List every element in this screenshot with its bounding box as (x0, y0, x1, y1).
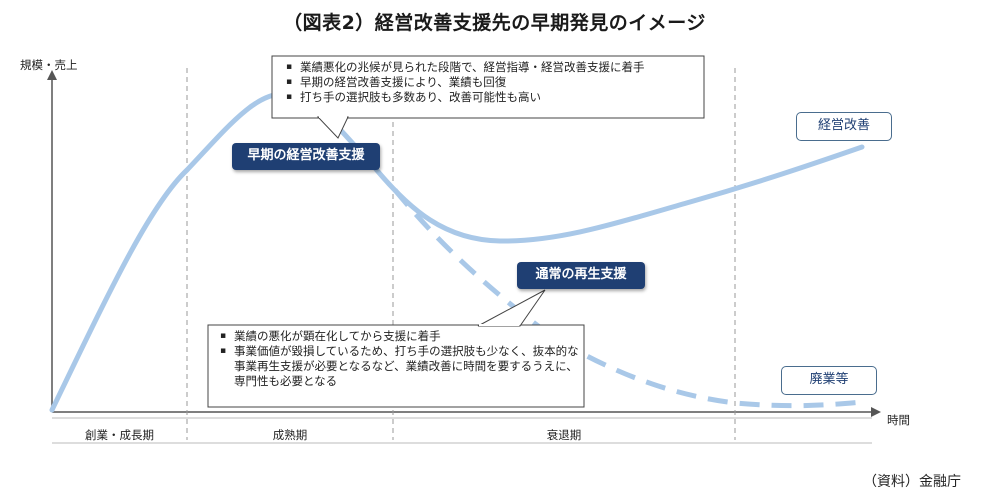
phase-label-decline: 衰退期 (546, 428, 582, 442)
callout-early-bullet: 業績悪化の兆候が見られた段階で、経営指導・経営改善支援に着手 (282, 60, 702, 75)
callout-normal-bullet: 業績の悪化が顕在化してから支援に着手 (216, 329, 582, 344)
callout-early-text: 業績悪化の兆候が見られた段階で、経営指導・経営改善支援に着手 早期の経営改善支援… (282, 60, 702, 105)
phase-label-maturity: 成熟期 (272, 428, 308, 442)
decline-curve (393, 188, 863, 409)
source-note: （資料）金融庁 (863, 474, 961, 490)
outcome-improve-box: 経営改善 (796, 112, 892, 141)
y-axis-label: 規模・売上 (20, 58, 78, 72)
page-title: （図表2）経営改善支援先の早期発見のイメージ (283, 12, 706, 34)
x-axis-arrow (871, 407, 881, 417)
y-axis-arrow (47, 70, 57, 80)
callout-early-bullet: 打ち手の選択肢も多数あり、改善可能性も高い (282, 90, 702, 105)
callout-normal-text: 業績の悪化が顕在化してから支援に着手 事業価値が毀損しているため、打ち手の選択肢… (216, 329, 582, 389)
early-support-label: 早期の経営改善支援 (232, 143, 380, 170)
outcome-close-box: 廃業等 (781, 366, 877, 395)
phase-label-growth: 創業・成長期 (85, 428, 154, 442)
callout-early-bullet: 早期の経営改善支援により、業績も回復 (282, 75, 702, 90)
x-axis-label: 時間 (887, 413, 910, 427)
callout-normal-bullet: 事業価値が毀損しているため、打ち手の選択肢も少なく、抜本的な事業再生支援が必要と… (216, 344, 582, 389)
normal-support-label: 通常の再生支援 (517, 262, 645, 289)
